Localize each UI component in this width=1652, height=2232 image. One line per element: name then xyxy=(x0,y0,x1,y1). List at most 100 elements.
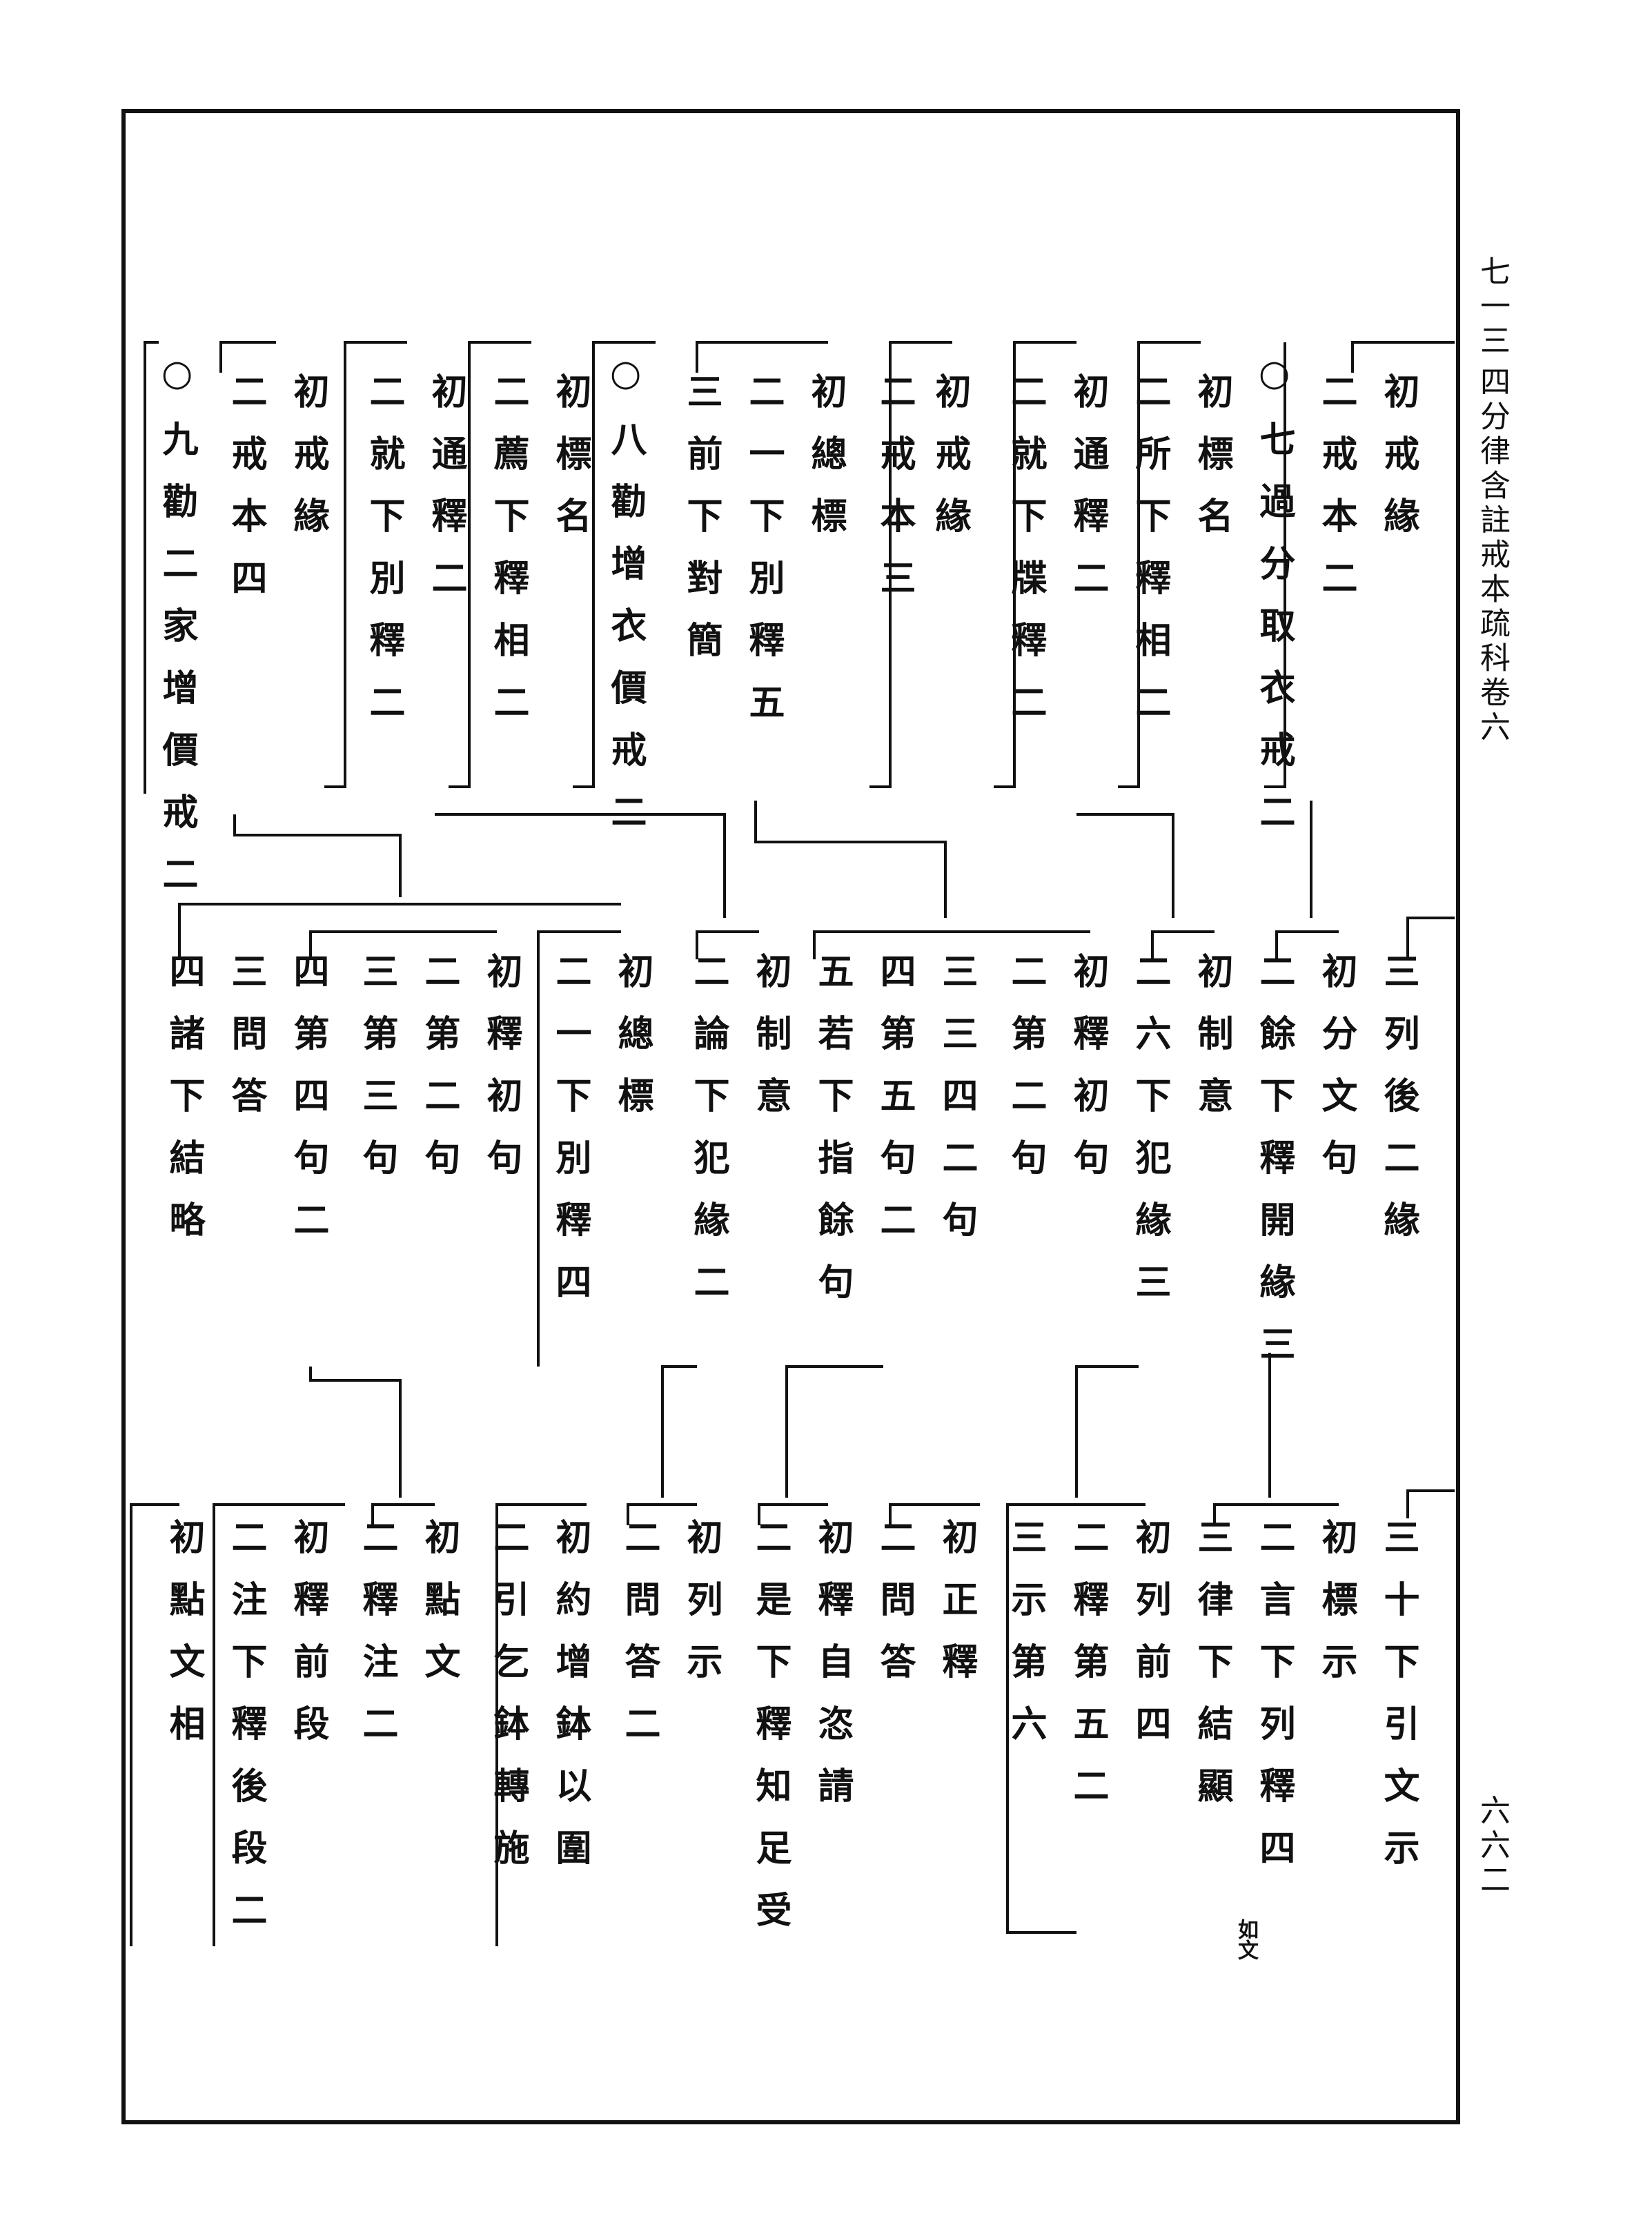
book-title: 四分律含註戒本疏科卷六 xyxy=(1475,366,1510,745)
bracket-r1-k xyxy=(144,341,159,794)
tree-node: 三列後二緣 xyxy=(1377,952,1419,1263)
tree-node: 初釋初句 xyxy=(480,952,522,1201)
bracket-r3-e xyxy=(758,1503,828,1525)
bracket-r1-c xyxy=(1118,341,1201,788)
tree-node: 三示第六 xyxy=(1005,1518,1047,1767)
tree-node: 二注下釋後段二 xyxy=(225,1518,267,1953)
connector-r2-r3-b xyxy=(1075,1365,1139,1498)
tree-node: 初列前四 xyxy=(1129,1518,1171,1767)
bracket-r3-b xyxy=(1213,1503,1339,1525)
bracket-r3-d xyxy=(889,1503,980,1525)
bracket-r2-e xyxy=(696,930,759,959)
tree-node: 三第三句 xyxy=(356,952,398,1201)
tree-node: ○八勸增衣價戒二 xyxy=(604,352,647,855)
tree-node: 二第二句 xyxy=(418,952,460,1201)
tree-node: 初釋自恣請 xyxy=(812,1518,854,1829)
tree-node: 初總標 xyxy=(805,373,847,559)
tree-node: 初戒緣 xyxy=(287,373,329,559)
bracket-r1-j xyxy=(219,341,276,373)
tree-node: 二一下別釋四 xyxy=(549,952,591,1325)
tree-node: 二一下別釋五 xyxy=(743,373,785,745)
tree-node: 二就下牒釋二 xyxy=(1005,373,1047,745)
tree-node: 二薦下釋相二 xyxy=(487,373,529,745)
tree-node: 二引乞鉢轉施 xyxy=(487,1518,529,1891)
bracket-r3-h xyxy=(371,1503,435,1525)
tree-node: 二所下釋相二 xyxy=(1129,373,1171,745)
bracket-r3-f xyxy=(627,1503,697,1525)
tree-node: 二戒本四 xyxy=(225,373,267,621)
bracket-r3-c xyxy=(1006,1503,1145,1934)
bracket-r1-i xyxy=(324,341,407,788)
tree-node: 二戒本三 xyxy=(874,373,916,621)
tree-node: 初列示 xyxy=(680,1518,722,1705)
connector-r1-r2-d xyxy=(435,813,726,918)
tree-node: 二釋注二 xyxy=(356,1518,398,1767)
bracket-r2-g xyxy=(178,903,621,959)
tree-node: 二問答 xyxy=(874,1518,916,1705)
connector-r1-r2-e xyxy=(233,814,402,897)
bracket-r1-a xyxy=(1351,341,1455,373)
tree-node: 四第四句二 xyxy=(287,952,329,1263)
tree-node: 初點文 xyxy=(418,1518,460,1705)
tree-node: 初釋初句 xyxy=(1067,952,1109,1201)
section-number: 七一三 xyxy=(1475,255,1510,359)
tree-node: 初制意 xyxy=(749,952,791,1139)
tree-node: 初戒緣 xyxy=(929,373,971,559)
bracket-r2-d xyxy=(813,930,1090,959)
tree-node: ○九勸二家增價戒二 xyxy=(156,352,198,917)
bracket-r3-g xyxy=(495,1503,587,1946)
tree-node: 初點文相 xyxy=(163,1518,205,1767)
tree-node: 二六下犯緣三 xyxy=(1129,952,1171,1325)
tree-node: 三三四二句 xyxy=(936,952,978,1263)
bracket-r2-c xyxy=(1151,930,1215,959)
bracket-r3-j xyxy=(130,1503,179,1946)
tree-node: 初分文句 xyxy=(1315,952,1357,1201)
tree-node: 四諸下結略 xyxy=(163,952,205,1263)
tree-node: 二第二句 xyxy=(1005,952,1047,1201)
tree-node: 初標示 xyxy=(1315,1518,1357,1705)
bracket-r1-h xyxy=(449,341,531,788)
tree-node: 四第五句二 xyxy=(874,952,916,1263)
connector-r2-r3-e xyxy=(309,1367,402,1498)
tree-node: 二問答二 xyxy=(618,1518,660,1767)
tree-node: 二釋第五二 xyxy=(1067,1518,1109,1829)
tree-node: 三十下引文示 xyxy=(1377,1518,1419,1891)
tree-node: 三前下對簡 xyxy=(680,373,722,683)
tree-node: 初戒緣 xyxy=(1377,373,1419,559)
tree-node: 初標名 xyxy=(1191,373,1233,559)
bracket-r2-a xyxy=(1406,917,1455,959)
tree-node: 五若下指餘句 xyxy=(812,952,854,1325)
tree-node: ○七過分取衣戒二 xyxy=(1253,352,1295,855)
tree-node: 二論下犯緣二 xyxy=(687,952,729,1325)
tree-node: 二就下別釋二 xyxy=(363,373,405,745)
bracket-r1-b xyxy=(1264,342,1286,788)
bracket-r1-d xyxy=(994,341,1076,788)
tree-node: 二言下列釋四 xyxy=(1253,1518,1295,1891)
connector-r1-r2-c xyxy=(754,801,947,918)
annotation-note: 如文 xyxy=(1234,1919,1258,1960)
tree-node: 初釋前段 xyxy=(287,1518,329,1767)
tree-node: 初標名 xyxy=(549,373,591,559)
bracket-r1-e xyxy=(869,341,952,788)
tree-node: 初總標 xyxy=(611,952,653,1139)
connector-r2-r3-d xyxy=(661,1365,697,1498)
page-number: 六六二 xyxy=(1475,1794,1510,1898)
tree-node: 二餘下釋開緣三 xyxy=(1253,952,1295,1387)
bracket-r2-b xyxy=(1275,930,1339,959)
tree-node: 初正釋 xyxy=(936,1518,978,1705)
tree-node: 二戒本二 xyxy=(1315,373,1357,621)
tree-node: 二是下釋知足受 xyxy=(749,1518,791,1953)
tree-node: 三問答 xyxy=(225,952,267,1139)
tree-node: 初通釋二 xyxy=(1067,373,1109,621)
connector-r1-r2-b xyxy=(1076,813,1174,918)
tree-node: 初通釋二 xyxy=(425,373,467,621)
page-frame xyxy=(121,109,1460,2124)
bracket-r2-h xyxy=(309,930,497,959)
tree-node: 初約增鉢以圍 xyxy=(549,1518,591,1891)
tree-node: 三律下結顯 xyxy=(1191,1518,1233,1829)
bracket-r1-f xyxy=(696,341,828,373)
bracket-r3-a xyxy=(1406,1489,1455,1518)
connector-r2-r3-c xyxy=(785,1365,883,1498)
tree-node: 初制意 xyxy=(1191,952,1233,1139)
